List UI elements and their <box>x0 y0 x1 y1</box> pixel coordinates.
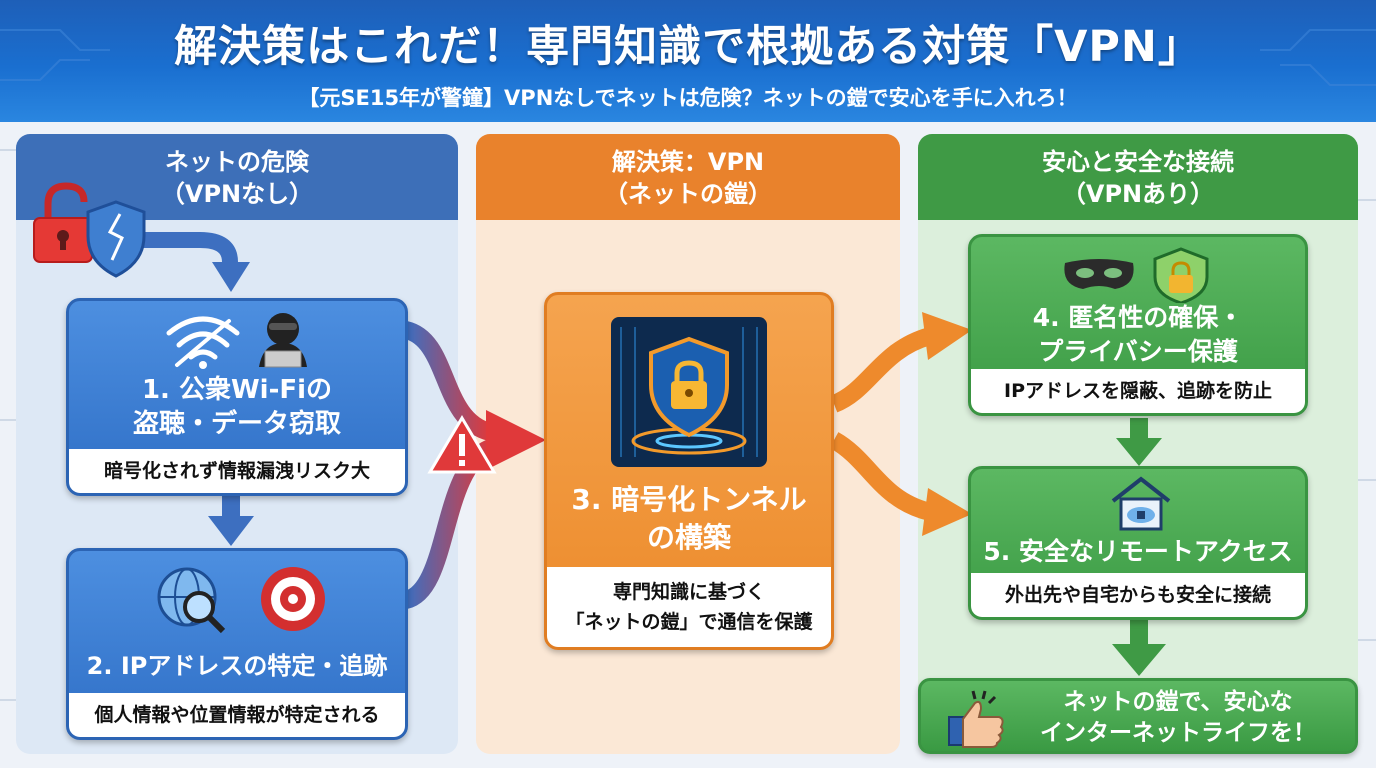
orange-arrow-to-card5 <box>829 432 933 521</box>
risk-column-heading: ネットの危険 （VPNなし） <box>16 134 458 220</box>
down-arrow-1-2 <box>208 516 254 546</box>
card2-icons <box>157 567 325 634</box>
solution-column-heading: 解決策：VPN （ネットの鎧） <box>476 134 900 220</box>
card5-caption: 外出先や自宅からも安全に接続 <box>971 573 1305 617</box>
orange-arrow-head-4 <box>922 312 972 360</box>
card3-title: 3. 暗号化トンネル の構築 <box>571 483 807 554</box>
target-icon <box>261 567 325 631</box>
shield-lock-icon <box>611 317 767 467</box>
safe-column-heading: 安心と安全な接続 （VPNあり） <box>918 134 1358 220</box>
orange-arrow-head-5 <box>922 488 972 536</box>
mask-icon <box>1064 259 1134 289</box>
red-arrow-head <box>486 410 546 470</box>
page-subtitle: 【元SE15年が警鐘】VPNなしでネットは危険？ネットの鎧で安心を手に入れろ！ <box>298 86 1078 110</box>
thumbs-up-icon <box>948 690 1004 748</box>
down-arrow-5-final <box>1112 644 1166 676</box>
hacker-icon <box>259 313 307 368</box>
globe-search-icon <box>157 567 226 634</box>
broken-shield-icon <box>86 200 146 278</box>
header-circuit-pattern <box>0 29 1376 86</box>
page-title: 解決策はこれだ！専門知識で根拠ある対策「VPN」 <box>174 22 1202 72</box>
card-ip-tracking: 2. IPアドレスの特定・追跡 個人情報や位置情報が特定される <box>66 548 408 740</box>
card-encrypted-tunnel: 3. 暗号化トンネル の構築 専門知識に基づく 「ネットの鎧」で通信を保護 <box>544 292 834 650</box>
card-secure-remote-access: 5. 安全なリモートアクセス 外出先や自宅からも安全に接続 <box>968 466 1308 620</box>
header-banner: 解決策はこれだ！専門知識で根拠ある対策「VPN」 【元SE15年が警鐘】VPNな… <box>0 0 1376 122</box>
card-anonymity-privacy: 4. 匿名性の確保・ プライバシー保護 IPアドレスを隠蔽、追跡を防止 <box>968 234 1308 416</box>
card3-caption: 専門知識に基づく 「ネットの鎧」で通信を保護 <box>547 567 831 647</box>
card1-title: 1. 公衆Wi-Fiの 盗聴・データ窃取 <box>132 375 341 439</box>
risk-icons <box>33 182 146 278</box>
card2-caption: 個人情報や位置情報が特定される <box>69 693 405 737</box>
card-wifi-eavesdropping: 1. 公衆Wi-Fiの 盗聴・データ窃取 暗号化されず情報漏洩リスク大 <box>66 298 408 496</box>
final-message: ネットの鎧で、安心な インターネットライフを！ <box>1040 689 1316 746</box>
home-cloud-icon <box>1111 476 1171 531</box>
down-arrow-4-5 <box>1116 438 1162 466</box>
card4-caption: IPアドレスを隠蔽、追跡を防止 <box>971 369 1305 413</box>
start-arrow-head <box>212 262 250 292</box>
warning-icon <box>427 415 497 474</box>
unlocked-padlock-icon <box>33 182 93 263</box>
card2-title: 2. IPアドレスの特定・追跡 <box>86 652 388 680</box>
final-message-banner: ネットの鎧で、安心な インターネットライフを！ <box>918 678 1358 754</box>
card4-title: 4. 匿名性の確保・ プライバシー保護 <box>1032 303 1244 366</box>
card1-connector <box>403 321 493 441</box>
card1-icons <box>166 313 307 369</box>
wifi-icon <box>166 316 240 367</box>
card5-title: 5. 安全なリモートアクセス <box>983 537 1293 566</box>
start-arrow <box>110 232 238 263</box>
card4-icons <box>1064 247 1209 303</box>
card1-caption: 暗号化されず情報漏洩リスク大 <box>69 449 405 493</box>
orange-arrow-to-card4 <box>830 327 933 413</box>
green-shield-lock-icon <box>1153 247 1209 303</box>
